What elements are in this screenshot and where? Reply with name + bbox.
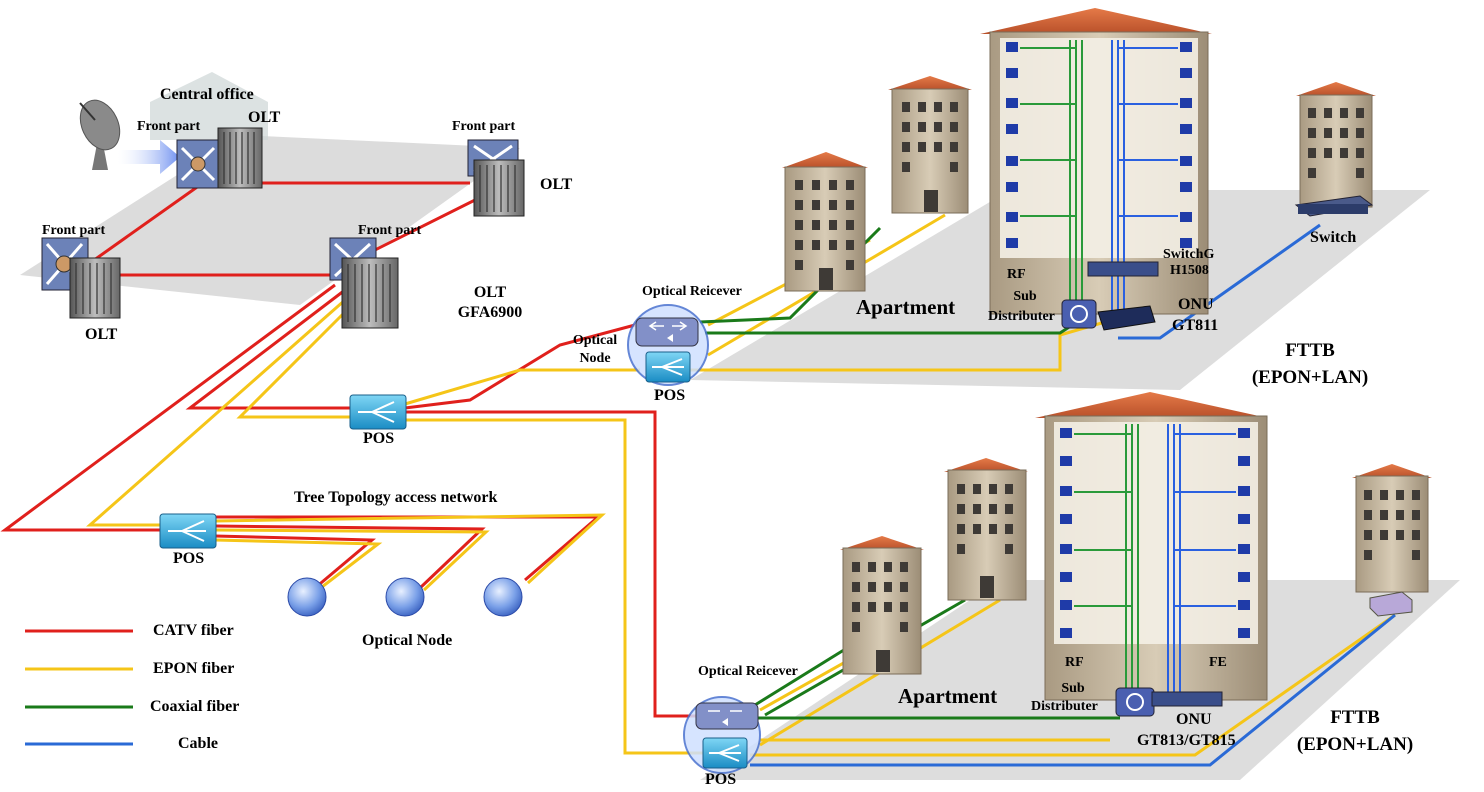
bottom-optical-receiver-label: Optical Reicever	[698, 664, 798, 679]
signal-arrow-icon	[118, 140, 180, 174]
central-office-platform	[20, 135, 520, 305]
central-office-title: Central office	[160, 86, 254, 103]
bottom-apartment-label: Apartment	[898, 684, 998, 708]
tree-optical-node-label: Optical Node	[362, 632, 453, 649]
top-sub-label-1: Sub	[1013, 289, 1037, 304]
bottom-fttb-label-2: (EPON+LAN)	[1296, 734, 1414, 755]
top-fttb-label-2: (EPON+LAN)	[1251, 367, 1369, 388]
top-optical-node-cluster	[627, 304, 709, 386]
apartment-bottom-back	[944, 458, 1028, 601]
pos-mid-splitter	[349, 394, 407, 430]
switch-label: Switch	[1310, 229, 1357, 246]
large-building-top	[980, 8, 1212, 331]
top-sub-label-2: Distributer	[988, 309, 1055, 324]
pos-tree-splitter	[159, 513, 217, 549]
bottom-onu-label-1: ONU	[1176, 711, 1212, 728]
switch-device	[1294, 195, 1374, 217]
top-onu-label-2: GT811	[1172, 317, 1219, 334]
top-optical-receiver-label: Optical Reicever	[642, 284, 742, 299]
front-part-right-label: Front part	[452, 119, 516, 134]
top-fttb-label-1: FTTB	[1285, 340, 1335, 361]
cable-lines	[750, 223, 1396, 767]
front-part-center-label: Front part	[358, 223, 422, 238]
tree-topology-title: Tree Topology access network	[294, 489, 498, 506]
legend-lines	[25, 629, 133, 746]
pos-tree-label: POS	[173, 550, 205, 567]
olt-left-label: OLT	[85, 326, 118, 343]
bottom-optical-node-cluster	[683, 696, 761, 774]
bottom-sub-label-2: Distributer	[1031, 699, 1098, 714]
olt-gfa6900-label-1: OLT	[473, 284, 507, 301]
top-onu-label-1: ONU	[1178, 296, 1214, 313]
apartment-bottom-right	[1352, 464, 1432, 617]
front-part-left-label: Front part	[42, 223, 106, 238]
olt-right-device	[467, 139, 525, 217]
top-optical-node-label-2: Node	[579, 351, 611, 366]
pos-bottom-label: POS	[705, 771, 737, 788]
bottom-onu-label-2: GT813/GT815	[1137, 732, 1236, 749]
large-building-bottom	[1035, 392, 1268, 717]
tree-optical-node-1	[287, 577, 327, 617]
pos-top-label: POS	[654, 387, 686, 404]
legend-label-cable: Cable	[178, 735, 218, 752]
tree-optical-node-2	[385, 577, 425, 617]
front-part-central-label: Front part	[137, 119, 201, 134]
olt-gfa6900-label-2: GFA6900	[457, 304, 523, 321]
legend-label-coax: Coaxial fiber	[150, 698, 240, 715]
central-office-house	[150, 72, 268, 140]
bottom-rf-label: RF	[1065, 655, 1084, 670]
olt-left-device	[41, 237, 121, 319]
bottom-fe-label: FE	[1209, 655, 1227, 670]
olt-right-label: OLT	[540, 176, 573, 193]
top-rf-label: RF	[1007, 267, 1026, 282]
bottom-sub-label-1: Sub	[1061, 681, 1085, 696]
bottom-fttb-label-1: FTTB	[1330, 707, 1380, 728]
apartment-top-front	[782, 152, 868, 292]
top-switch-model-label-2: H1508	[1170, 263, 1209, 278]
olt-central-label: OLT	[248, 109, 281, 126]
legend-label-epon: EPON fiber	[153, 660, 235, 677]
top-switch-model-label-1: SwitchG	[1163, 247, 1215, 262]
satellite-dish-icon	[79, 99, 121, 170]
apartment-top-back	[888, 76, 972, 214]
catv-fiber-lines	[0, 181, 700, 718]
pos-mid-label: POS	[363, 430, 395, 447]
top-apartment-label: Apartment	[856, 295, 956, 319]
tree-optical-node-3	[483, 577, 523, 617]
olt-central-device	[176, 127, 263, 189]
top-optical-node-label-1: Optical	[572, 333, 618, 348]
legend-label-catv: CATV fiber	[153, 622, 234, 639]
apartment-bottom-front	[840, 536, 924, 675]
apartment-top-right	[1296, 82, 1376, 208]
olt-gfa6900-device	[329, 237, 399, 329]
